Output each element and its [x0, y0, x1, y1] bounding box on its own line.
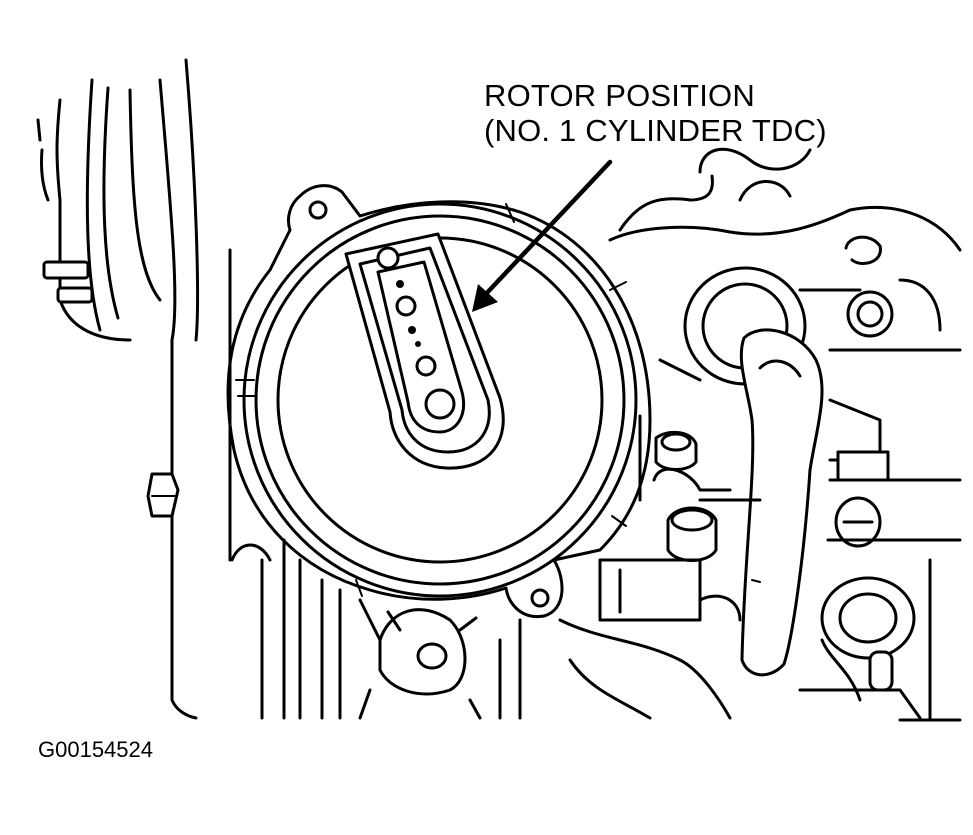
rotor-rivet-lower	[415, 355, 437, 377]
head-bolt-block	[836, 450, 890, 482]
spark-plug-wire	[739, 328, 824, 677]
left-pulley	[36, 78, 162, 342]
figure-id: G00154524	[38, 737, 153, 762]
rotor-rivet-middle	[395, 295, 417, 317]
cylinder-head	[558, 147, 962, 722]
callout-arrow	[472, 159, 613, 312]
head-stud	[868, 650, 894, 692]
mount-hole-upper	[308, 200, 328, 220]
distributor-housing	[226, 184, 652, 619]
rotor-rivet-top	[376, 246, 400, 270]
mount-hole-lower	[530, 588, 550, 608]
engine-block	[228, 248, 522, 720]
rocker-bolt	[666, 506, 718, 562]
belt-cover	[146, 58, 200, 720]
rotor-position-callout: ROTOR POSITION (NO. 1 CYLINDER TDC)	[484, 78, 827, 148]
callout-line-2: (NO. 1 CYLINDER TDC)	[484, 113, 827, 148]
distributor-rotor	[344, 232, 505, 470]
pulley-bolt-upper	[42, 260, 90, 280]
rotor-shaft-hole	[424, 388, 456, 420]
callout-line-1: ROTOR POSITION	[484, 78, 755, 113]
pulley-bolt-lower	[56, 286, 94, 304]
head-bolt-lower	[820, 576, 916, 660]
